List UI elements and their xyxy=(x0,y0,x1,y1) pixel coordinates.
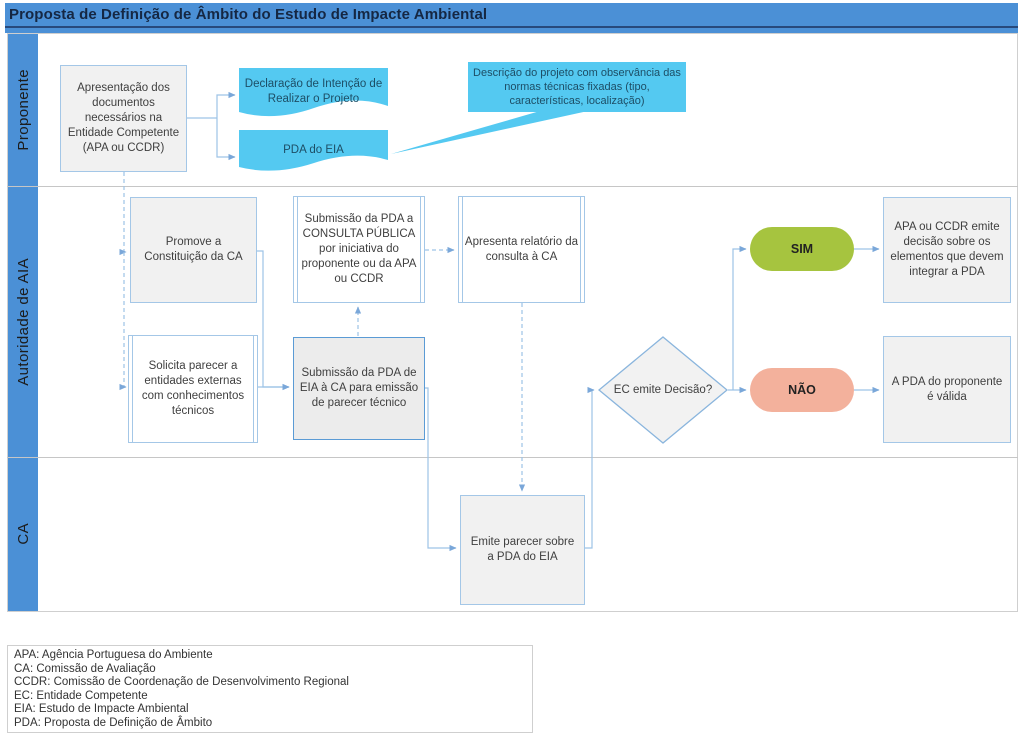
node-declaracao-intencao: Declaração de Intenção de Realizar o Pro… xyxy=(239,68,388,125)
node-promove-constituicao-ca: Promove a Constituição da CA xyxy=(130,197,257,303)
node-apa-ccdr-decide: APA ou CCDR emite decisão sobre os eleme… xyxy=(883,197,1011,303)
decision-diamond-shape xyxy=(598,336,728,444)
node-solicita-parecer-externo: Solicita parecer a entidades externas co… xyxy=(128,335,258,443)
legend-line-ccdr: CCDR: Comissão de Coordenação de Desenvo… xyxy=(14,676,349,689)
lane-divider-1 xyxy=(7,186,1018,187)
callout-tail xyxy=(391,111,588,154)
node-apresenta-relatorio: Apresenta relatório da consulta à CA xyxy=(458,196,585,303)
legend-box: APA: Agência Portuguesa do Ambiente CA: … xyxy=(7,645,533,733)
lane-band xyxy=(8,34,38,611)
legend-line-ec: EC: Entidade Competente xyxy=(14,689,148,702)
node-decisao-ec: EC emite Decisão? xyxy=(598,336,728,444)
page-title: Proposta de Definição de Âmbito do Estud… xyxy=(9,6,488,23)
node-pda-do-eia: PDA do EIA xyxy=(239,130,388,177)
title-underline xyxy=(5,26,1018,28)
legend-line-ca: CA: Comissão de Avaliação xyxy=(14,662,156,675)
legend-line-apa: APA: Agência Portuguesa do Ambiente xyxy=(14,649,213,661)
lane-divider-2 xyxy=(7,457,1018,458)
node-nao: NÃO xyxy=(750,368,854,412)
node-submissao-consulta-publica: Submissão da PDA a CONSULTA PÚBLICA por … xyxy=(293,196,425,303)
document-shape xyxy=(239,130,388,171)
node-sim: SIM xyxy=(750,227,854,271)
node-descricao-projeto-callout: Descrição do projeto com observância das… xyxy=(468,62,686,112)
node-apresentacao-documentos: Apresentação dos documentos necessários … xyxy=(60,65,187,172)
document-shape xyxy=(239,68,388,117)
legend-line-pda: PDA: Proposta de Definição de Âmbito xyxy=(14,716,213,729)
legend-line-eia: EIA: Estudo de Impacte Ambiental xyxy=(14,703,189,716)
title-bar: Proposta de Definição de Âmbito do Estud… xyxy=(5,3,1018,33)
node-pda-valida: A PDA do proponente é válida xyxy=(883,336,1011,443)
node-submissao-pda-ca: Submissão da PDA de EIA à CA para emissã… xyxy=(293,337,425,440)
node-emite-parecer: Emite parecer sobre a PDA do EIA xyxy=(460,495,585,605)
